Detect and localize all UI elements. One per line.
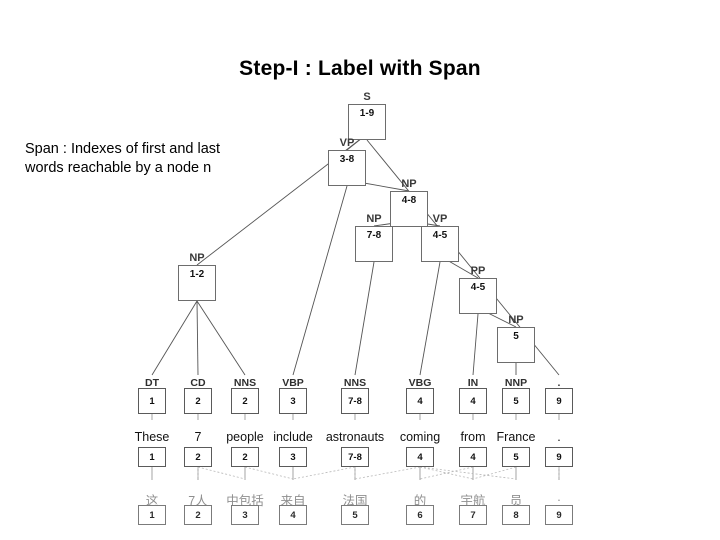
- target-word-chinese: 员: [509, 494, 523, 508]
- source-word: .: [557, 430, 561, 444]
- tree-node-span-box: 5: [497, 327, 535, 363]
- tree-node-span-box: 7-8: [355, 226, 393, 262]
- source-word: from: [460, 430, 486, 444]
- target-word-chinese: 的: [413, 494, 427, 508]
- source-word: These: [134, 430, 170, 444]
- target-word-chinese: 来自: [280, 494, 306, 508]
- tree-node-span-box: 4-8: [390, 191, 428, 227]
- source-word-span-box: 2: [184, 447, 212, 467]
- target-word-chinese: 宇航: [460, 494, 486, 508]
- target-word-span-box: 2: [184, 505, 212, 525]
- source-word: coming: [399, 430, 441, 444]
- tree-node-label: VP: [432, 213, 448, 225]
- pos-tag-label: VBP: [282, 377, 304, 389]
- source-word-span-box: 2: [231, 447, 259, 467]
- tree-node-label: VP: [339, 137, 355, 149]
- target-word-span-box: 7: [459, 505, 487, 525]
- tree-node-label: NP: [366, 213, 382, 225]
- target-word-chinese: 7人: [188, 494, 208, 508]
- source-word-span-box: 1: [138, 447, 166, 467]
- pos-tag-label: NNS: [343, 377, 367, 389]
- target-word-chinese: 中包括: [226, 494, 264, 508]
- page-title: Step-I : Label with Span: [239, 57, 481, 80]
- target-word-chinese: 这: [145, 494, 159, 508]
- pos-span-box: 9: [545, 388, 573, 414]
- pos-span-box: 7-8: [341, 388, 369, 414]
- pos-tag-label: NNP: [504, 377, 528, 389]
- pos-span-box: 1: [138, 388, 166, 414]
- target-word-span-box: 5: [341, 505, 369, 525]
- target-word-chinese: 法国: [342, 494, 368, 508]
- tree-node-span-box: 1-2: [178, 265, 216, 301]
- source-word: include: [273, 430, 313, 444]
- source-word-span-box: 7-8: [341, 447, 369, 467]
- source-word-span-box: 5: [502, 447, 530, 467]
- target-word-chinese: .: [557, 490, 561, 504]
- target-word-span-box: 1: [138, 505, 166, 525]
- source-word-span-box: 3: [279, 447, 307, 467]
- tree-node-label: NP: [401, 178, 417, 190]
- source-word-span-box: 4: [459, 447, 487, 467]
- tree-node-span-box: 1-9: [348, 104, 386, 140]
- pos-tag-label: NNS: [233, 377, 257, 389]
- source-word-span-box: 4: [406, 447, 434, 467]
- pos-span-box: 4: [406, 388, 434, 414]
- source-word-span-box: 9: [545, 447, 573, 467]
- target-word-span-box: 4: [279, 505, 307, 525]
- target-word-span-box: 6: [406, 505, 434, 525]
- target-word-span-box: 9: [545, 505, 573, 525]
- span-definition-caption: Span : Indexes of first and last words r…: [25, 141, 221, 176]
- source-word: astronauts: [325, 430, 385, 444]
- tree-node-label: S: [363, 91, 371, 103]
- pos-tag-label: .: [557, 377, 561, 389]
- pos-span-box: 2: [184, 388, 212, 414]
- pos-span-box: 2: [231, 388, 259, 414]
- tree-node-label: NP: [508, 314, 524, 326]
- pos-tag-label: CD: [190, 377, 206, 389]
- pos-tag-label: DT: [145, 377, 159, 389]
- source-word: 7: [194, 430, 202, 444]
- tree-node-span-box: 4-5: [459, 278, 497, 314]
- tree-node-label: PP: [470, 265, 486, 277]
- target-word-span-box: 8: [502, 505, 530, 525]
- tree-node-span-box: 4-5: [421, 226, 459, 262]
- tree-node-span-box: 3-8: [328, 150, 366, 186]
- pos-span-box: 4: [459, 388, 487, 414]
- tree-node-label: NP: [189, 252, 205, 264]
- pos-tag-label: IN: [467, 377, 479, 389]
- source-word: people: [226, 430, 264, 444]
- source-word: France: [496, 430, 536, 444]
- pos-tag-label: VBG: [408, 377, 432, 389]
- pos-span-box: 3: [279, 388, 307, 414]
- pos-span-box: 5: [502, 388, 530, 414]
- target-word-span-box: 3: [231, 505, 259, 525]
